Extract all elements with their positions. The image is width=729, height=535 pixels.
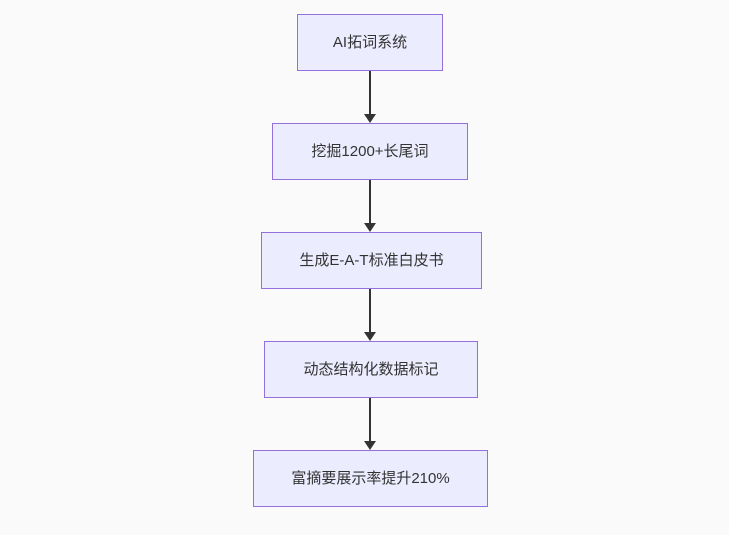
edge-line: [369, 289, 371, 334]
flow-node-rich-snippet-result: 富摘要展示率提升210%: [253, 450, 488, 507]
arrowhead-down-icon: [364, 332, 376, 341]
flow-edge: [364, 71, 376, 123]
flow-node-structured-data-markup: 动态结构化数据标记: [264, 341, 478, 398]
flow-edge: [364, 180, 376, 232]
flow-node-label: 挖掘1200+长尾词: [311, 142, 429, 160]
flow-node-label: 动态结构化数据标记: [303, 360, 439, 378]
flow-edge: [364, 398, 376, 450]
arrowhead-down-icon: [364, 441, 376, 450]
edge-line: [369, 398, 371, 443]
arrowhead-down-icon: [364, 223, 376, 232]
flow-node-label: 生成E-A-T标准白皮书: [299, 251, 444, 269]
flow-node-eat-whitepaper: 生成E-A-T标准白皮书: [261, 232, 482, 289]
flow-node-ai-word-expansion: AI拓词系统: [297, 14, 443, 71]
edge-line: [369, 180, 371, 225]
arrowhead-down-icon: [364, 114, 376, 123]
flow-node-label: AI拓词系统: [332, 33, 408, 51]
flow-node-label: 富摘要展示率提升210%: [291, 469, 450, 487]
edge-line: [369, 71, 371, 116]
flow-edge: [364, 289, 376, 341]
flow-node-longtail-mining: 挖掘1200+长尾词: [272, 123, 468, 180]
